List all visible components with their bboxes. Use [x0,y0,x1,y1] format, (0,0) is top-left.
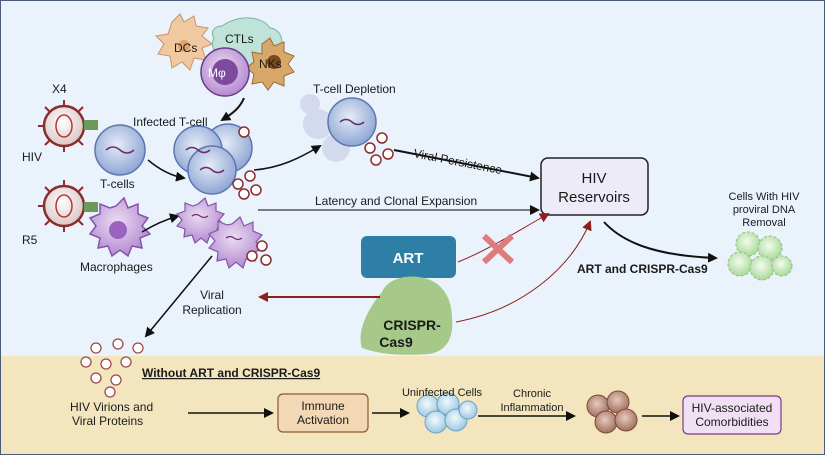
reservoir-line2: Reservoirs [558,189,630,206]
infected-macrophages [175,196,272,270]
art-to-reservoir-arrow [457,213,550,263]
removal-line2: proviral DNA [733,204,796,216]
crispr-blob [360,276,453,355]
viral-replication-line1: Viral [200,288,224,302]
bottom-heading: Without ART and CRISPR-Cas9 [142,366,320,380]
replication-arrow [144,255,213,338]
hiv-virion-x4 [38,100,98,152]
t-cell-depletion-cluster [300,94,394,166]
tcell-to-infected-arrow [147,159,186,182]
crispr-line2: Cas9 [379,334,413,350]
inflamed-cells-cluster [586,390,638,434]
infected-to-depletion-arrow [253,144,322,171]
macrophage-cell [88,196,152,258]
chronic-line2: Inflammation [501,402,564,414]
r5-label: R5 [22,233,38,247]
viral-persistence-arrow [393,149,540,182]
crispr-to-reservoir-arrow [455,220,592,323]
art-label: ART [393,250,424,267]
art-box [361,236,456,278]
inhibit-x-icon [481,233,515,265]
viral-replication-line2: Replication [182,303,241,317]
immune-line1: Immune [301,399,345,413]
art-crispr-label: ART and CRISPR-Cas9 [577,262,708,276]
comorbidities-box [682,395,782,435]
nks-label: NKs [259,57,282,71]
immune-activation-box [277,393,369,433]
removal-line1: Cells With HIV [729,191,801,203]
infected-t-cell-cluster [173,123,262,200]
removed-cells-cluster [727,231,793,281]
virions-line1: HIV Virions and [70,400,153,414]
macrophages-label: Macrophages [80,260,153,274]
hiv-reservoirs-box [540,157,649,216]
t-cell [94,124,146,176]
reservoir-to-removal-arrow [603,221,718,263]
infected-t-cell-label: Infected T-cell [133,115,207,129]
ctls-label: CTLs [225,32,254,46]
uninfected-label: Uninfected Cells [402,387,483,399]
chronic-line1: Chronic [513,388,551,400]
virions-line2: Viral Proteins [72,414,143,428]
dcs-label: DCs [174,41,197,55]
crispr-line1: CRISPR- [383,317,441,333]
macrophage-phi-label: Mφ [208,66,226,80]
comorb-line1: HIV-associated [692,401,773,415]
free-virions [80,338,144,398]
x4-label: X4 [52,82,67,96]
latency-label: Latency and Clonal Expansion [315,194,477,208]
immune-to-infected-arrow [220,97,245,122]
immune-cells-cluster [154,13,295,97]
reservoir-line1: HIV [581,170,606,187]
comorb-line2: Comorbidities [695,415,768,429]
t-cell-depletion-label: T-cell Depletion [313,82,396,96]
t-cells-label: T-cells [100,177,135,191]
uninfected-cells-cluster [416,392,478,434]
macrophage-to-infected-arrow [141,213,180,233]
removal-line3: Removal [742,217,785,229]
hiv-virion-r5 [38,180,98,232]
immune-line2: Activation [297,413,349,427]
hiv-label: HIV [22,150,42,164]
